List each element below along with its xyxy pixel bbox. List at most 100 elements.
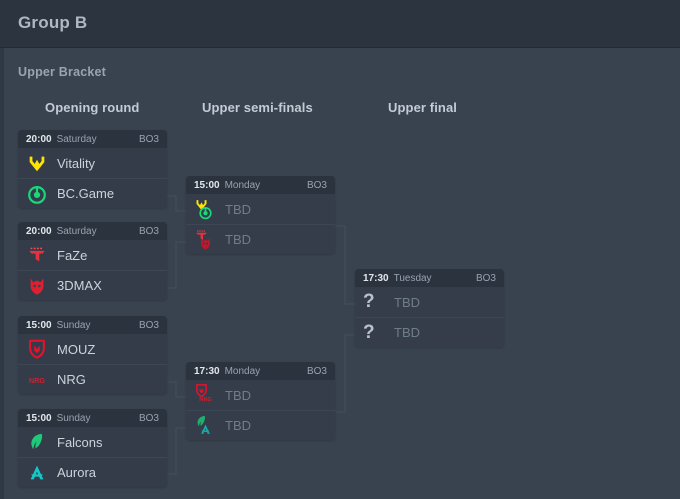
connector-o2-s1 (167, 241, 186, 289)
question-mark-icon: ? (363, 322, 385, 344)
match-card-opening-1[interactable]: 20:00 Saturday BO3 Vitality BC.Game (18, 130, 167, 208)
team-row[interactable]: NRG TBD (186, 380, 335, 410)
match-time: 15:00 (194, 179, 220, 191)
bcgame-logo (198, 205, 213, 220)
match-format: BO3 (306, 179, 327, 191)
connector-o1-s1 (167, 195, 186, 212)
bcgame-logo (26, 183, 48, 205)
match-time: 20:00 (26, 133, 52, 145)
match-day: Tuesday (393, 272, 432, 284)
match-time: 17:30 (194, 365, 220, 377)
question-mark-icon: ? (363, 291, 385, 313)
3dmax-logo (198, 236, 213, 251)
title-bar: Group B (0, 0, 680, 48)
page-title: Group B (18, 13, 88, 32)
match-card-opening-4[interactable]: 15:00 Sunday BO3 Falcons Aurora (18, 409, 167, 487)
match-time: 15:00 (26, 319, 52, 331)
team-row[interactable]: NRG NRG (18, 364, 167, 394)
vitality-bcgame-stack-logo (194, 198, 216, 220)
question-mark-glyph: ? (363, 321, 375, 343)
match-header: 15:00 Sunday BO3 (18, 409, 167, 427)
svg-text:NRG: NRG (29, 375, 46, 384)
team-row[interactable]: BC.Game (18, 178, 167, 208)
match-format: BO3 (138, 133, 159, 145)
bracket-section-label: Upper Bracket (18, 65, 107, 79)
faze-logo (194, 228, 209, 243)
aurora-logo (26, 462, 48, 484)
match-header: 17:30 Monday BO3 (186, 362, 335, 380)
vitality-logo (26, 152, 48, 174)
team-row[interactable]: TBD (186, 194, 335, 224)
team-row[interactable]: TBD (186, 224, 335, 254)
match-card-opening-3[interactable]: 15:00 Sunday BO3 MOUZ NRG NRG (18, 316, 167, 394)
svg-text:NRG: NRG (199, 397, 212, 403)
nrg-logo: NRG (26, 369, 48, 391)
team-name: TBD (225, 387, 251, 403)
match-card-upper-final[interactable]: 17:30 Tuesday BO3 ? TBD ? TBD (355, 269, 504, 347)
team-row[interactable]: Aurora (18, 457, 167, 487)
team-row[interactable]: TBD (186, 410, 335, 440)
match-header: 15:00 Sunday BO3 (18, 316, 167, 334)
match-day: Sunday (56, 319, 91, 331)
team-row[interactable]: FaZe (18, 240, 167, 270)
nrg-logo: NRG (198, 391, 213, 406)
match-header: 20:00 Saturday BO3 (18, 222, 167, 240)
team-row[interactable]: Falcons (18, 427, 167, 457)
match-day: Monday (224, 365, 261, 377)
3dmax-logo (26, 275, 48, 297)
match-format: BO3 (138, 412, 159, 424)
falcons-aurora-stack-logo (194, 415, 216, 437)
mouz-logo (194, 383, 209, 398)
team-row[interactable]: 3DMAX (18, 270, 167, 300)
bracket-panel: Upper Bracket Opening round Upper semi-f… (4, 48, 680, 499)
match-time: 15:00 (26, 412, 52, 424)
connector-s2-f1 (335, 334, 355, 413)
match-header: 15:00 Monday BO3 (186, 176, 335, 194)
round-header-upper-final: Upper final (388, 100, 457, 115)
team-name: TBD (225, 201, 251, 217)
mouz-nrg-stack-logo: NRG (194, 384, 216, 406)
team-name: Aurora (57, 465, 97, 480)
team-name: 3DMAX (57, 278, 102, 293)
aurora-logo (198, 422, 213, 437)
team-name: BC.Game (57, 186, 115, 201)
match-day: Monday (224, 179, 261, 191)
connector-s1-f1 (335, 225, 355, 305)
round-header-opening: Opening round (45, 100, 140, 115)
bracket-connectors (167, 195, 355, 475)
left-gutter (0, 48, 4, 499)
team-name: NRG (57, 372, 86, 387)
team-name: TBD (225, 232, 251, 247)
match-format: BO3 (475, 272, 496, 284)
team-name: Falcons (57, 434, 103, 450)
faze-3dmax-stack-logo (194, 229, 216, 251)
match-header: 20:00 Saturday BO3 (18, 130, 167, 148)
team-name: Vitality (57, 155, 96, 171)
team-name: TBD (394, 325, 420, 340)
match-day: Sunday (56, 412, 91, 424)
match-card-upper-semifinal-2[interactable]: 17:30 Monday BO3 NRG TBD (186, 362, 335, 440)
team-row[interactable]: MOUZ (18, 334, 167, 364)
question-mark-glyph: ? (363, 291, 375, 312)
match-format: BO3 (138, 319, 159, 331)
match-format: BO3 (306, 365, 327, 377)
team-name: MOUZ (57, 341, 96, 357)
team-row[interactable]: Vitality (18, 148, 167, 178)
match-format: BO3 (138, 225, 159, 237)
team-row[interactable]: ? TBD (355, 287, 504, 317)
match-day: Saturday (56, 133, 97, 145)
falcons-logo (194, 414, 209, 429)
match-card-opening-2[interactable]: 20:00 Saturday BO3 FaZe 3DMAX (18, 222, 167, 300)
match-time: 20:00 (26, 225, 52, 237)
match-card-upper-semifinal-1[interactable]: 15:00 Monday BO3 TBD (186, 176, 335, 254)
vitality-logo (194, 197, 209, 212)
match-time: 17:30 (363, 272, 389, 284)
round-header-upper-semifinals: Upper semi-finals (202, 100, 313, 115)
team-name: TBD (225, 418, 251, 433)
match-header: 17:30 Tuesday BO3 (355, 269, 504, 287)
team-row[interactable]: ? TBD (355, 317, 504, 347)
faze-logo (26, 244, 48, 266)
falcons-logo (26, 431, 48, 453)
mouz-logo (26, 338, 48, 360)
